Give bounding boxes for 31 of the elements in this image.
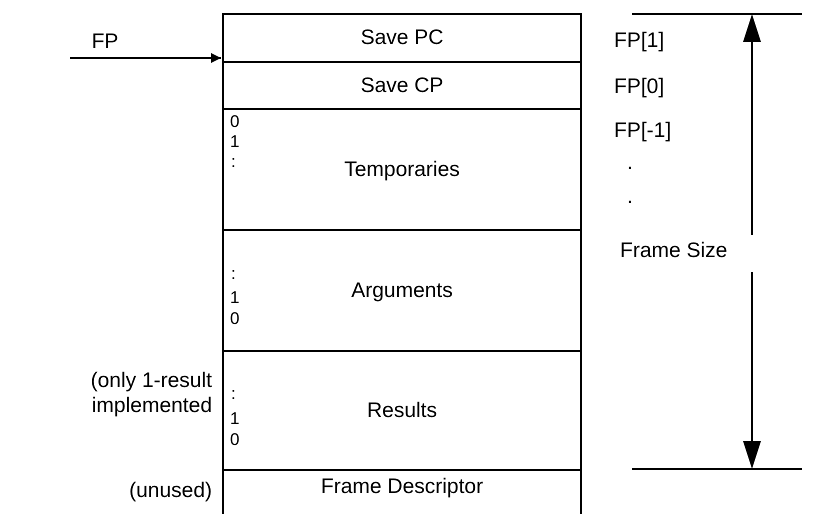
slot-label: Save CP xyxy=(360,74,444,98)
index-mark: 1 xyxy=(230,289,240,306)
index-mark: 0 xyxy=(230,431,240,448)
slot-label: Results xyxy=(366,398,438,422)
arrow xyxy=(70,53,221,63)
slot-label: Temporaries xyxy=(344,158,460,182)
index-mark: 0 xyxy=(230,113,240,130)
offset-label: . xyxy=(627,186,633,207)
stack-slot xyxy=(222,61,582,110)
slot-label: FP xyxy=(92,30,118,54)
index-mark: 0 xyxy=(230,310,240,327)
side-note: (only 1-result implemented xyxy=(90,368,212,418)
index-mark: 1 xyxy=(230,133,240,150)
stack-slot xyxy=(222,350,582,471)
offset-label: FP[1] xyxy=(614,30,664,51)
stack-slot xyxy=(222,229,582,352)
slot-label: Arguments xyxy=(351,278,453,302)
offset-label: . xyxy=(627,152,633,173)
offset-label: FP[-1] xyxy=(614,120,672,141)
stack-slot xyxy=(222,13,582,63)
side-note: (unused) xyxy=(128,478,212,504)
stack-slot xyxy=(222,469,582,514)
stack-slot xyxy=(222,108,582,231)
offset-label: FP[0] xyxy=(614,76,664,97)
slot-label: Frame Descriptor xyxy=(320,475,484,499)
index-mark: 1 xyxy=(230,410,240,427)
index-mark: : xyxy=(231,265,236,282)
index-mark: : xyxy=(231,153,236,170)
offset-label: Frame Size xyxy=(620,240,728,261)
index-mark: : xyxy=(231,385,236,402)
slot-label: Save PC xyxy=(360,26,444,50)
